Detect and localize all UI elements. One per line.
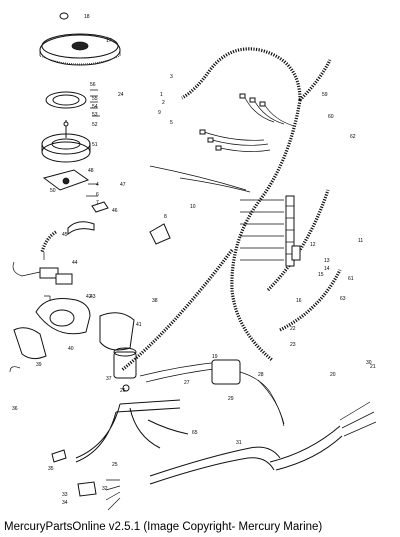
- callout-label: 46: [112, 208, 118, 214]
- main-harness: [121, 47, 342, 372]
- callout-label: 28: [258, 372, 264, 378]
- callout-label: 10: [190, 204, 196, 210]
- trigger-plate: [42, 169, 109, 213]
- callout-label: 25: [112, 462, 118, 468]
- callout-label: 48: [88, 168, 94, 174]
- callout-label: 60: [328, 114, 334, 120]
- callout-label: 26: [120, 388, 126, 394]
- callout-label: 7: [96, 200, 99, 206]
- callout-labels: 18 17 24 3 9 59 56 55 54 53 52 51 2 1 5 …: [12, 14, 376, 506]
- callout-label: 3: [170, 74, 173, 80]
- wiring-harness-exploded-diagram: 18 17 24 3 9 59 56 55 54 53 52 51 2 1 5 …: [9, 12, 377, 511]
- callout-label: 51: [92, 142, 98, 148]
- callout-label: 30: [366, 360, 372, 366]
- callout-label: 31: [236, 440, 242, 446]
- brackets: [51, 223, 171, 497]
- callout-label: 29: [228, 396, 234, 402]
- callout-label: 65: [192, 430, 198, 436]
- callout-label: 50: [50, 188, 56, 194]
- flywheel: [39, 12, 121, 66]
- terminal-block: [240, 195, 301, 267]
- callout-label: 19: [212, 354, 218, 360]
- callout-label: 16: [296, 298, 302, 304]
- callout-label: 44: [72, 260, 78, 266]
- callout-label: 17: [106, 38, 112, 44]
- callout-label: 35: [48, 466, 54, 472]
- callout-label: 56: [90, 82, 96, 88]
- spark-plug-leads: [149, 93, 295, 193]
- callout-label: 43: [90, 294, 96, 300]
- callout-label: 32: [102, 486, 108, 492]
- callout-label: 42: [86, 294, 92, 300]
- callout-label: 15: [318, 272, 324, 278]
- stator-rings: [41, 89, 100, 163]
- callout-label: 40: [68, 346, 74, 352]
- callout-label: 2: [162, 100, 165, 106]
- callout-label: 37: [106, 376, 112, 382]
- callout-label: 55: [92, 96, 98, 102]
- callout-label: 38: [152, 298, 158, 304]
- callout-label: 23: [290, 342, 296, 348]
- callout-label: 20: [330, 372, 336, 378]
- solenoid-cylinder: [113, 347, 137, 392]
- callout-label: 54: [92, 104, 98, 110]
- callout-label: 61: [348, 276, 354, 282]
- callout-label: 6: [96, 192, 99, 198]
- lower-harness: [139, 359, 285, 427]
- callout-label: 39: [36, 362, 42, 368]
- callout-label: 41: [136, 322, 142, 328]
- callout-label: 11: [358, 238, 363, 244]
- callout-label: 5: [170, 120, 173, 126]
- callout-label: 34: [62, 500, 68, 506]
- callout-label: 14: [324, 266, 330, 272]
- stator-assembly: [9, 298, 135, 373]
- callout-label: 1: [160, 92, 163, 98]
- callout-label: 33: [62, 492, 68, 498]
- switch-box: [12, 261, 73, 306]
- callout-label: 8: [164, 214, 167, 220]
- callout-label: 36: [12, 406, 18, 412]
- callout-label: 21: [370, 364, 376, 370]
- callout-label: 62: [350, 134, 356, 140]
- callout-label: 4: [96, 182, 99, 188]
- callout-label: 18: [84, 14, 90, 20]
- battery-cables: [75, 399, 189, 463]
- callout-label: 9: [158, 110, 161, 116]
- callout-label: 12: [310, 242, 316, 248]
- remote-harness: [105, 401, 377, 511]
- callout-label: 52: [92, 122, 98, 128]
- ignition-coil: [40, 221, 95, 260]
- callout-label: 22: [290, 326, 296, 332]
- callout-label: 24: [118, 92, 124, 98]
- callout-label: 59: [322, 92, 328, 98]
- callout-label: 13: [324, 258, 330, 264]
- callout-label: 45: [62, 232, 68, 238]
- callout-label: 63: [340, 296, 346, 302]
- callout-label: 53: [92, 112, 98, 118]
- image-caption: MercuryPartsOnline v2.5.1 (Image Copyrig…: [4, 521, 323, 533]
- callout-label: 27: [184, 380, 190, 386]
- callout-label: 47: [120, 182, 126, 188]
